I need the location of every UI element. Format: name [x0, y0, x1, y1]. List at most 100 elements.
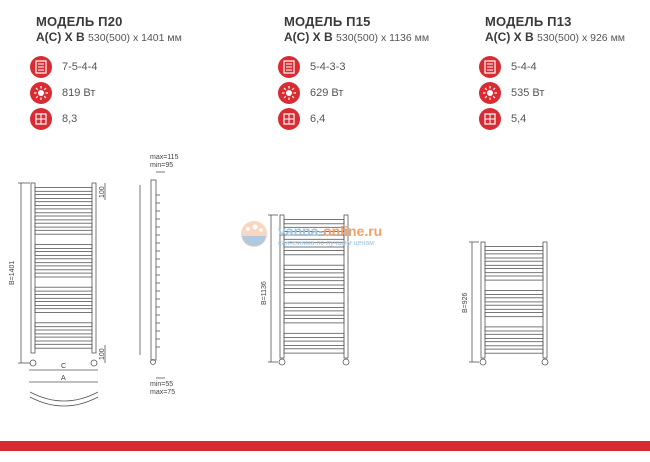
depth-min-top-label: min=95 [150, 162, 173, 169]
model-title: МОДЕЛЬ П15 [284, 14, 371, 29]
rail-tube [283, 219, 345, 225]
rail-tube [283, 302, 345, 308]
rail-tube [484, 289, 544, 295]
rail-tube [34, 272, 93, 278]
rail-tube [34, 215, 93, 221]
rail-tube [34, 336, 93, 342]
p15-height-label: B=1136 [261, 281, 268, 305]
rail-tube [34, 229, 93, 235]
rail-tube [283, 280, 345, 286]
rail-tube [484, 246, 544, 251]
rail-tube [283, 332, 345, 338]
spec-weight-p13: 5,4 [479, 108, 526, 130]
power-value: 535 Вт [511, 87, 545, 99]
rail-tube [34, 343, 93, 349]
sun-icon [479, 82, 501, 104]
sections-value: 5-4-4 [511, 61, 537, 73]
rail-tube [484, 253, 544, 259]
rail-tube [283, 318, 345, 324]
rail-tube [34, 222, 93, 228]
bathtub-logo-icon [241, 221, 267, 247]
watermark: vanna-online.ru сантехника по лучшим цен… [234, 219, 382, 253]
rail-tube [283, 242, 345, 248]
rail-tube [484, 348, 544, 354]
power-value: 819 Вт [62, 87, 96, 99]
weight-value: 6,4 [310, 113, 326, 125]
sections-icon [479, 56, 501, 78]
p20-front-drawing [18, 182, 106, 407]
dims-value: 530(500) х 1136 мм [336, 32, 430, 44]
model-p20: МОДЕЛЬ П20 А(С) Х В 530(500) х 1401 мм [36, 14, 182, 46]
top-spacing-label: 100 [99, 186, 106, 198]
rail-tube [34, 293, 93, 299]
rail-tube [283, 310, 345, 316]
watermark-domain: vanna-online.ru [278, 224, 382, 239]
depth-min-bottom-label: min=55 [150, 381, 173, 388]
sections-value: 7-5-4-4 [62, 61, 98, 73]
dims-value: 530(500) х 926 мм [537, 32, 626, 44]
rail-tube [484, 268, 544, 274]
sun-icon [30, 82, 52, 104]
model-dimensions: А(С) Х В 530(500) х 926 мм [485, 30, 625, 46]
sections-value: 5-4-3-3 [310, 61, 346, 73]
rail-tube [34, 201, 93, 206]
width-a-label: A [61, 375, 66, 382]
depth-max-top-label: max=115 [150, 154, 179, 161]
watermark-domain-part2: online.ru [323, 223, 383, 239]
bottom-spacing-label: 100 [99, 348, 106, 360]
rail-tube [34, 244, 93, 249]
bottom-red-bar [0, 441, 650, 451]
rail-tube [484, 260, 544, 266]
dims-value: 530(500) х 1401 мм [88, 32, 182, 44]
rail-tube [484, 275, 544, 281]
spec-power-p15: 629 Вт [278, 82, 343, 104]
spec-sections-p13: 5-4-4 [479, 56, 537, 78]
rail-tube [34, 258, 93, 264]
dims-label: А(С) Х В [284, 30, 333, 44]
grid-weight-icon [278, 108, 300, 130]
sections-icon [30, 56, 52, 78]
model-title: МОДЕЛЬ П13 [485, 14, 572, 29]
p20-height-label: B=1401 [9, 261, 16, 285]
rail-tube [34, 186, 93, 192]
watermark-domain-part1: vanna- [278, 223, 324, 239]
rail-tube [34, 208, 93, 214]
watermark-slogan: сантехника по лучшим ценам [278, 240, 374, 247]
rail-tube [484, 326, 544, 332]
rail-tube [34, 251, 93, 256]
rail-tube [283, 348, 345, 354]
width-c-label: C [61, 363, 66, 370]
rail-tube [484, 304, 544, 310]
p13-height-label: B=926 [462, 292, 469, 313]
sections-icon [278, 56, 300, 78]
model-title: МОДЕЛЬ П20 [36, 14, 123, 29]
rail-tube [484, 333, 544, 339]
model-dimensions: А(С) Х В 530(500) х 1401 мм [36, 30, 182, 46]
spec-sections-p20: 7-5-4-4 [30, 56, 97, 78]
rail-tube [283, 272, 345, 278]
model-p15: МОДЕЛЬ П15 А(С) Х В 530(500) х 1136 мм [284, 14, 429, 46]
rail-tube [34, 265, 93, 271]
depth-max-bottom-label: max=75 [150, 389, 175, 396]
rail-tube [34, 286, 93, 292]
model-p13: МОДЕЛЬ П13 А(С) Х В 530(500) х 926 мм [485, 14, 625, 46]
spec-weight-p15: 6,4 [278, 108, 325, 130]
rail-tube [34, 301, 93, 306]
rail-tube [283, 287, 345, 294]
rail-tube [484, 312, 544, 318]
rail-tube [34, 322, 93, 328]
rail-tube [484, 341, 544, 347]
rail-tube [283, 264, 345, 270]
rail-tube [283, 250, 345, 256]
sun-icon [278, 82, 300, 104]
model-dimensions: А(С) Х В 530(500) х 1136 мм [284, 30, 429, 46]
dims-label: А(С) Х В [485, 30, 534, 44]
rail-tube [34, 194, 93, 199]
weight-value: 8,3 [62, 113, 78, 125]
dims-label: А(С) Х В [36, 30, 85, 44]
spec-weight-p20: 8,3 [30, 108, 77, 130]
power-value: 629 Вт [310, 87, 344, 99]
grid-weight-icon [479, 108, 501, 130]
p15-front-drawing [268, 214, 350, 366]
